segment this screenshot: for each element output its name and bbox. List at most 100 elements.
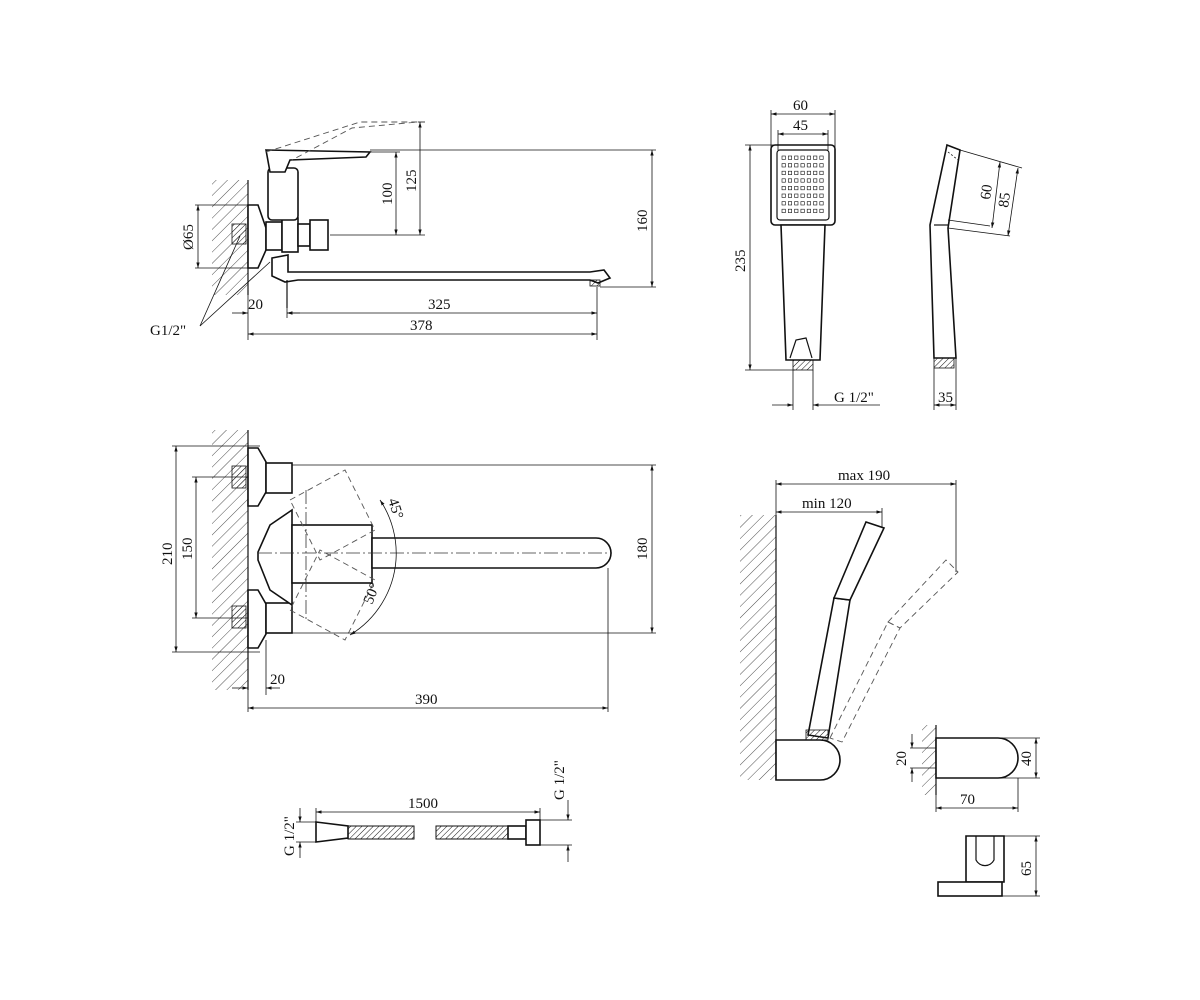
shower-head-view: 60 45 235 G 1/2" 60 85 35 [733,98,1023,410]
dim-centers-210: 210 [160,543,176,566]
dim-spout-325: 325 [428,297,451,313]
dim-total-378: 378 [410,318,433,334]
nozzle [813,186,818,191]
dim-hose-1500: 1500 [408,796,438,812]
nozzle-grid [781,155,824,213]
nozzle [800,155,805,160]
nozzle [787,193,792,198]
lever [265,149,372,173]
nozzle [781,163,786,168]
nozzle [781,170,786,175]
holder-base [775,739,841,781]
nozzle [800,178,805,183]
nozzle [794,208,799,213]
holder-front [965,835,1005,883]
nozzle [806,208,811,213]
bracket [935,737,1019,779]
nozzle [787,170,792,175]
hose-view: 1500 G 1/2" G 1/2" [282,760,572,862]
dim-bracket-40: 40 [1019,751,1035,766]
bracket-wall-hatch [922,725,936,795]
dim-wall-offset-top: 20 [270,672,285,688]
nozzle [794,163,799,168]
nozzle [800,186,805,191]
nozzle [806,178,811,183]
dim-shower-thread: G 1/2" [834,390,874,406]
nozzle [794,193,799,198]
dim-centers-150: 150 [180,538,196,561]
nozzle [800,163,805,168]
mixer-body [281,217,299,253]
nozzle [806,163,811,168]
nozzle [800,193,805,198]
nozzle [787,208,792,213]
nozzle [787,178,792,183]
nozzle [819,178,824,183]
nozzle [813,193,818,198]
holder-view: max 190 min 120 20 40 70 65 [740,468,1040,897]
nozzle [800,201,805,206]
dim-lever-125: 125 [404,170,420,193]
dim-reach-max: max 190 [838,468,890,484]
nozzle [819,155,824,160]
nozzle [781,155,786,160]
dim-hose-thread-right: G 1/2" [552,760,568,800]
nozzle [819,186,824,191]
nozzle [787,201,792,206]
inlet-thread [231,223,247,245]
nozzle [806,155,811,160]
dim-side-60: 60 [978,183,996,200]
nozzle [819,193,824,198]
hose-right [435,825,509,840]
spout [271,254,612,284]
nozzle [781,193,786,198]
shower-in-holder [807,597,851,739]
dim-angle-45: 45° [384,496,406,521]
faucet-side-view: Ø65 G1/2" 100 125 160 20 325 378 [150,121,656,340]
nozzle [794,155,799,160]
dim-bracket-70: 70 [960,792,975,808]
shower-side-profile [929,143,961,359]
nozzle [806,186,811,191]
nozzle [781,208,786,213]
dim-angle-50: 50° [361,581,384,606]
shower-head [770,144,836,226]
dim-head-45: 45 [793,118,808,134]
nozzle [806,193,811,198]
dim-shower-235: 235 [733,250,749,273]
dim-swivel-180: 180 [635,538,651,561]
nozzle [781,201,786,206]
nozzle [819,163,824,168]
nozzle [806,201,811,206]
dim-reach-390: 390 [415,692,438,708]
nozzle [813,208,818,213]
dim-reach-min: min 120 [802,496,852,512]
nozzle [781,178,786,183]
dim-hose-thread-left: G 1/2" [282,816,298,856]
nozzle [813,178,818,183]
nozzle [794,186,799,191]
nozzle [794,170,799,175]
dim-holder-65: 65 [1019,861,1035,876]
dim-thickness-35: 35 [938,390,953,406]
nozzle [800,170,805,175]
nozzle [787,155,792,160]
nozzle [813,163,818,168]
shower-handle [780,224,826,361]
nozzle [819,208,824,213]
mixer-body-top [257,508,293,607]
nozzle [800,208,805,213]
nozzle [813,155,818,160]
dim-side-85: 85 [996,191,1014,208]
nozzle [794,201,799,206]
dim-height-160: 160 [635,210,651,233]
dim-bracket-20: 20 [894,751,910,766]
flange [247,204,267,269]
nozzle [819,170,824,175]
faucet-top-view: 45° 50° 210 150 180 20 390 [160,430,656,712]
nozzle [819,201,824,206]
nozzle [781,186,786,191]
dim-inlet-thread: G1/2" [150,323,186,339]
dim-wall-offset: 20 [248,297,263,313]
